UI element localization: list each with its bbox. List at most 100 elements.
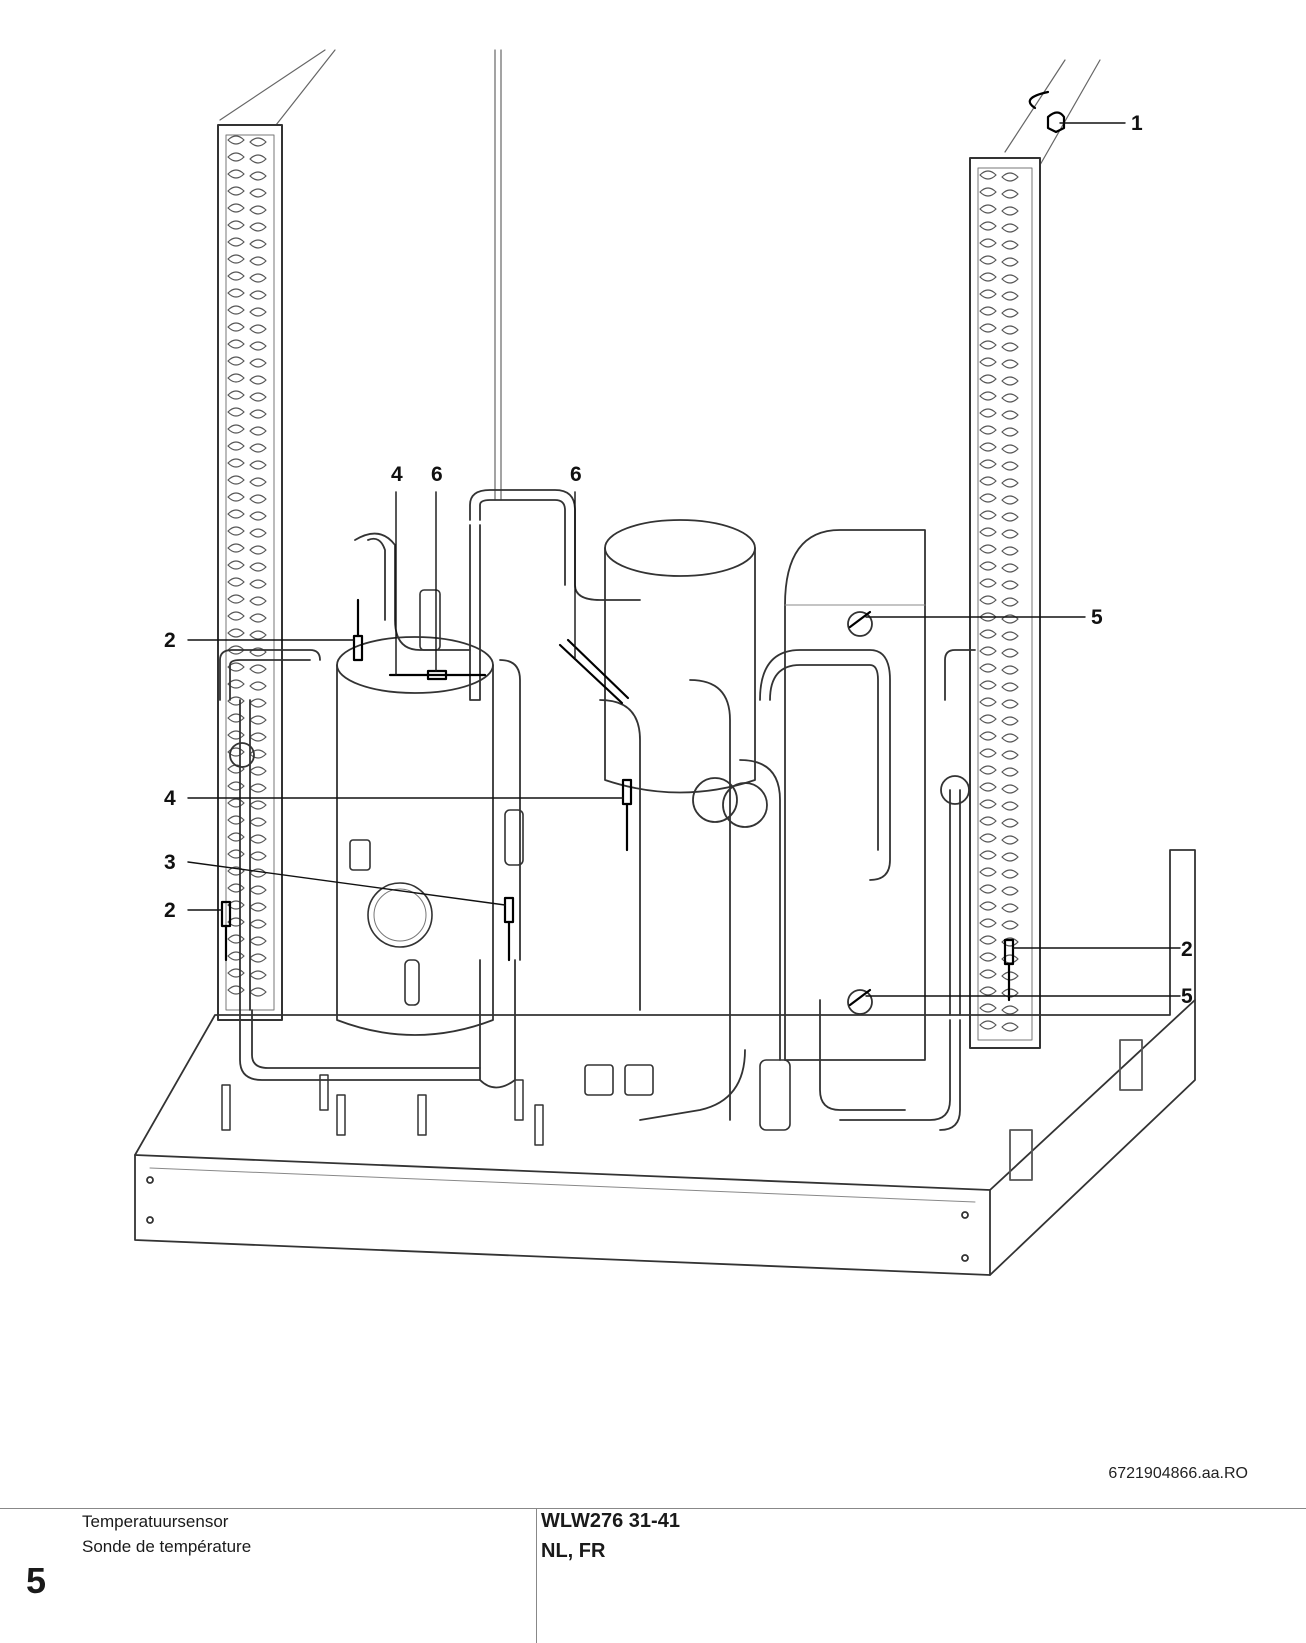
coil-loop <box>979 527 1019 539</box>
callout-2-top-left: 2 <box>164 629 176 652</box>
coil-loop <box>979 884 1019 896</box>
coil-loop <box>227 645 267 657</box>
coil-loop <box>227 526 267 538</box>
coil-loop <box>227 815 267 827</box>
frame-lines <box>219 49 1101 501</box>
coil-loop <box>979 901 1019 913</box>
coil-loop <box>979 748 1019 760</box>
callout-3: 3 <box>164 851 176 874</box>
footer-divider <box>536 1508 537 1643</box>
coil-loop <box>227 560 267 572</box>
coil-loop <box>227 322 267 334</box>
coil-loop <box>979 323 1019 335</box>
coil-loop <box>979 340 1019 352</box>
coil-loop <box>979 663 1019 675</box>
coil-loop <box>979 578 1019 590</box>
coil-loop <box>979 595 1019 607</box>
callout-6-left: 6 <box>431 463 443 486</box>
coil-loop <box>227 441 267 453</box>
coil-loop <box>227 747 267 759</box>
callout-1: 1 <box>1131 112 1143 135</box>
base-tray <box>134 849 1196 1276</box>
coil-loop <box>227 577 267 589</box>
model-number: WLW276 31-41 <box>541 1510 680 1532</box>
coil-loop <box>979 935 1019 947</box>
coil-loop <box>979 561 1019 573</box>
coil-loop <box>979 714 1019 726</box>
coil-loop <box>227 951 267 963</box>
coil-loop <box>979 833 1019 845</box>
coil-loop <box>979 850 1019 862</box>
coil-loop <box>979 765 1019 777</box>
coil-loop <box>979 238 1019 250</box>
callout-2-bottom-left: 2 <box>164 899 176 922</box>
coil-loop <box>979 408 1019 420</box>
coil-loop <box>227 424 267 436</box>
footer-rule <box>0 1508 1306 1509</box>
coil-loop <box>227 509 267 521</box>
leader-lines <box>187 122 1181 997</box>
coil-loop <box>227 798 267 810</box>
coil-loop <box>979 680 1019 692</box>
coil-loop <box>227 696 267 708</box>
compressor-left <box>336 636 494 1036</box>
languages: NL, FR <box>541 1540 606 1562</box>
coil-loop <box>979 493 1019 505</box>
coil-loop <box>227 186 267 198</box>
coil-loop <box>979 612 1019 624</box>
coil-loop <box>979 255 1019 267</box>
coil-loop <box>979 1003 1019 1015</box>
page-number: 5 <box>26 1560 47 1601</box>
valves-filters <box>349 589 791 1131</box>
coil-loop <box>227 985 267 997</box>
coil-loop <box>979 952 1019 964</box>
coil-loop <box>227 628 267 640</box>
callout-6-right: 6 <box>570 463 582 486</box>
coil-loop <box>979 1020 1019 1032</box>
refrigerant-piping <box>219 489 976 1131</box>
coil-loop <box>979 425 1019 437</box>
coil-loop <box>227 152 267 164</box>
coil-loop <box>979 867 1019 879</box>
coil-loop <box>979 697 1019 709</box>
coil-loop <box>979 221 1019 233</box>
coil-loop <box>979 306 1019 318</box>
coil-loop <box>979 629 1019 641</box>
right-coil <box>969 157 1041 1049</box>
description-fr: Sonde de température <box>82 1537 252 1556</box>
compressor-center <box>604 519 756 794</box>
plate-heat-exchanger <box>784 529 926 1061</box>
coil-loop <box>227 594 267 606</box>
coil-loop <box>227 713 267 725</box>
description-nl: Temperatuursensor <box>82 1512 229 1531</box>
coil-loop <box>227 271 267 283</box>
coil-loop <box>227 832 267 844</box>
coil-loop <box>979 510 1019 522</box>
callout-4-left: 4 <box>164 787 176 810</box>
coil-loop <box>979 374 1019 386</box>
coil-loop <box>227 900 267 912</box>
coil-loop <box>227 220 267 232</box>
coil-loop <box>979 357 1019 369</box>
coil-loop <box>227 407 267 419</box>
callout-4-top: 4 <box>391 463 403 486</box>
document-code: 6721904866.aa.RO <box>1108 1465 1248 1482</box>
coil-loop <box>979 442 1019 454</box>
heat-pump-exploded-drawing <box>134 49 1196 1276</box>
coil-loop <box>227 543 267 555</box>
coil-loop <box>227 679 267 691</box>
coil-loop <box>979 272 1019 284</box>
coil-loop <box>227 611 267 623</box>
coil-loop <box>227 883 267 895</box>
coil-loop <box>979 289 1019 301</box>
coil-loop <box>227 849 267 861</box>
coil-loop <box>227 203 267 215</box>
sensor-markers <box>220 90 1066 1007</box>
base-pins <box>221 1074 544 1146</box>
coil-loop <box>979 544 1019 556</box>
coil-loop <box>227 169 267 181</box>
coil-loop <box>979 782 1019 794</box>
coil-loop <box>227 254 267 266</box>
coil-loop <box>227 237 267 249</box>
coil-loop <box>227 934 267 946</box>
